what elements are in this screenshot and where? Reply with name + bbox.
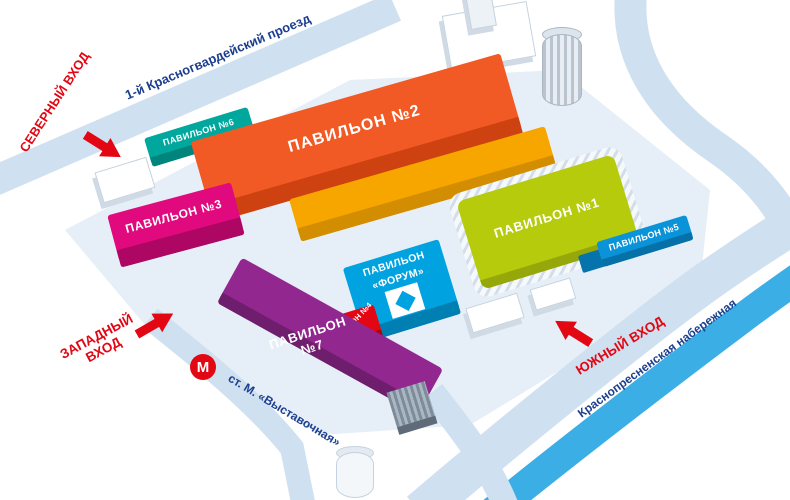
forum-skylight-diamond (394, 290, 416, 311)
pavilion-1-label: ПАВИЛЬОН №1 (492, 194, 602, 241)
storage-tower (542, 34, 582, 106)
forum-skylight (384, 282, 426, 319)
pavilion-2-label: ПАВИЛЬОН №2 (286, 101, 423, 156)
road-to-metro (142, 308, 315, 500)
road-krasnogvardeysky (0, 0, 401, 195)
metro-icon: М (190, 354, 216, 380)
road-south-stub (421, 383, 518, 500)
office-building-top-annex (465, 0, 497, 30)
round-tank (336, 452, 374, 498)
river-moskva (483, 265, 790, 500)
